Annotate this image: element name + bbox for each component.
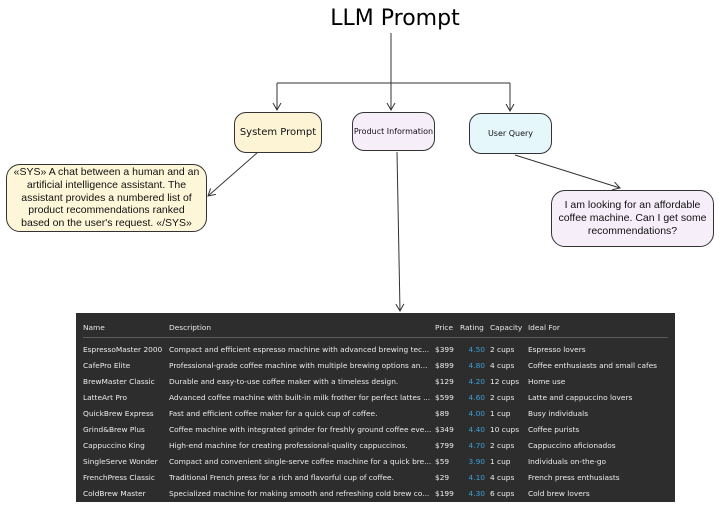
cell-capacity: 2 cups xyxy=(490,344,515,354)
cell-rating: 4.40 xyxy=(468,424,485,434)
cell-rating: 4.00 xyxy=(468,408,485,418)
cell-rating: 3.90 xyxy=(468,456,485,466)
cell-capacity: 1 cup xyxy=(490,408,511,418)
cell-name: Cappuccino King xyxy=(83,440,145,450)
cell-name: FrenchPress Classic xyxy=(83,472,155,482)
cell-description: Advanced coffee machine with built-in mi… xyxy=(169,392,431,402)
product-information-label: Product Information xyxy=(353,127,434,136)
cell-capacity: 2 cups xyxy=(490,440,515,450)
cell-name: SingleServe Wonder xyxy=(83,456,158,466)
arrow-to-query-note xyxy=(514,154,621,191)
cell-price: $399 xyxy=(435,344,454,354)
product-information-node: Product Information xyxy=(352,112,435,151)
cell-name: BrewMaster Classic xyxy=(83,376,155,386)
cell-ideal-for: Individuals on-the-go xyxy=(528,456,607,466)
column-header-ideal-for: Ideal For xyxy=(528,318,668,338)
cell-price: $349 xyxy=(435,424,454,434)
cell-capacity: 4 cups xyxy=(490,472,515,482)
product-table-panel: Name Description Price Rating Capacity I… xyxy=(76,313,675,502)
cell-capacity: 10 cups xyxy=(490,424,520,434)
cell-ideal-for: Coffee purists xyxy=(528,424,580,434)
user-query-label: User Query xyxy=(487,129,534,138)
cell-price: $59 xyxy=(435,456,450,466)
cell-description: Professional-grade coffee machine with m… xyxy=(169,360,428,370)
cell-description: Specialized machine for making smooth an… xyxy=(169,488,430,498)
cell-description: Traditional French press for a rich and … xyxy=(169,472,394,482)
cell-description: Compact and convenient single-serve coff… xyxy=(169,456,432,466)
cell-ideal-for: Cappuccino aficionados xyxy=(528,440,616,450)
cell-ideal-for: French press enthusiasts xyxy=(528,472,620,482)
cell-price: $199 xyxy=(435,488,454,498)
cell-name: EspressoMaster 2000 xyxy=(83,344,163,354)
arrow-to-system-note xyxy=(207,152,258,197)
table-row: SingleServe Wonder Compact and convenient… xyxy=(83,453,668,469)
cell-description: Compact and efficient espresso machine w… xyxy=(169,344,430,354)
cell-name: CafePro Elite xyxy=(83,360,131,370)
cell-rating: 4.70 xyxy=(468,440,485,450)
table-row: LatteArt Pro Advanced coffee machine with… xyxy=(83,389,668,405)
user-query-note: I am looking for an affordable coffee ma… xyxy=(551,190,714,247)
cell-price: $899 xyxy=(435,360,454,370)
table-row: Cappuccino King High-end machine for crea… xyxy=(83,437,668,453)
column-header-name: Name xyxy=(83,318,169,338)
table-row: ColdBrew Master Specialized machine for m… xyxy=(83,485,668,501)
cell-ideal-for: Busy individuals xyxy=(528,408,589,418)
cell-ideal-for: Cold brew lovers xyxy=(528,488,590,498)
system-prompt-label: System Prompt xyxy=(239,127,317,138)
cell-ideal-for: Latte and cappuccino lovers xyxy=(528,392,633,402)
arrow-to-product-table xyxy=(395,151,405,313)
cell-capacity: 2 cups xyxy=(490,392,515,402)
table-header-row: Name Description Price Rating Capacity I… xyxy=(83,318,668,338)
cell-description: High-end machine for creating profession… xyxy=(169,440,408,450)
cell-rating: 4.80 xyxy=(468,360,485,370)
cell-capacity: 1 cup xyxy=(490,456,511,466)
cell-price: $29 xyxy=(435,472,450,482)
cell-rating: 4.20 xyxy=(468,376,485,386)
cell-name: Grind&Brew Plus xyxy=(83,424,145,434)
cell-price: $599 xyxy=(435,392,454,402)
cell-capacity: 6 cups xyxy=(490,488,515,498)
user-query-text: I am looking for an affordable coffee ma… xyxy=(558,199,707,237)
table-row: Grind&Brew Plus Coffee machine with integ… xyxy=(83,421,668,437)
cell-rating: 4.50 xyxy=(468,344,485,354)
cell-rating: 4.10 xyxy=(468,472,485,482)
cell-name: ColdBrew Master xyxy=(83,488,146,498)
user-query-node: User Query xyxy=(469,113,552,154)
table-row: BrewMaster Classic Durable and easy-to-us… xyxy=(83,373,668,389)
system-prompt-note: «SYS» A chat between a human and an arti… xyxy=(6,164,207,232)
cell-ideal-for: Coffee enthusiasts and small cafes xyxy=(528,360,657,370)
table-row: CafePro Elite Professional-grade coffee m… xyxy=(83,357,668,373)
column-header-rating: Rating xyxy=(460,318,490,338)
cell-name: LatteArt Pro xyxy=(83,392,128,402)
system-prompt-text: «SYS» A chat between a human and an arti… xyxy=(13,166,200,230)
cell-ideal-for: Home use xyxy=(528,376,566,386)
table-row: QuickBrew Express Fast and efficient coff… xyxy=(83,405,668,421)
diagram-title: LLM Prompt xyxy=(330,6,460,31)
cell-name: QuickBrew Express xyxy=(83,408,154,418)
cell-price: $89 xyxy=(435,408,450,418)
cell-price: $799 xyxy=(435,440,454,450)
cell-capacity: 4 cups xyxy=(490,360,515,370)
cell-rating: 4.60 xyxy=(468,392,485,402)
column-header-capacity: Capacity xyxy=(490,318,528,338)
cell-description: Fast and efficient coffee maker for a qu… xyxy=(169,408,378,418)
cell-description: Durable and easy-to-use coffee maker wit… xyxy=(169,376,399,386)
product-table: Name Description Price Rating Capacity I… xyxy=(83,318,668,501)
cell-ideal-for: Espresso lovers xyxy=(528,344,586,354)
table-row: FrenchPress Classic Traditional French pr… xyxy=(83,469,668,485)
table-row: EspressoMaster 2000 Compact and efficient… xyxy=(83,338,668,358)
cell-price: $129 xyxy=(435,376,454,386)
cell-description: Coffee machine with integrated grinder f… xyxy=(169,424,432,434)
column-header-price: Price xyxy=(435,318,460,338)
column-header-description: Description xyxy=(169,318,435,338)
system-prompt-node: System Prompt xyxy=(234,112,322,153)
cell-capacity: 12 cups xyxy=(490,376,520,386)
cell-rating: 4.30 xyxy=(468,488,485,498)
